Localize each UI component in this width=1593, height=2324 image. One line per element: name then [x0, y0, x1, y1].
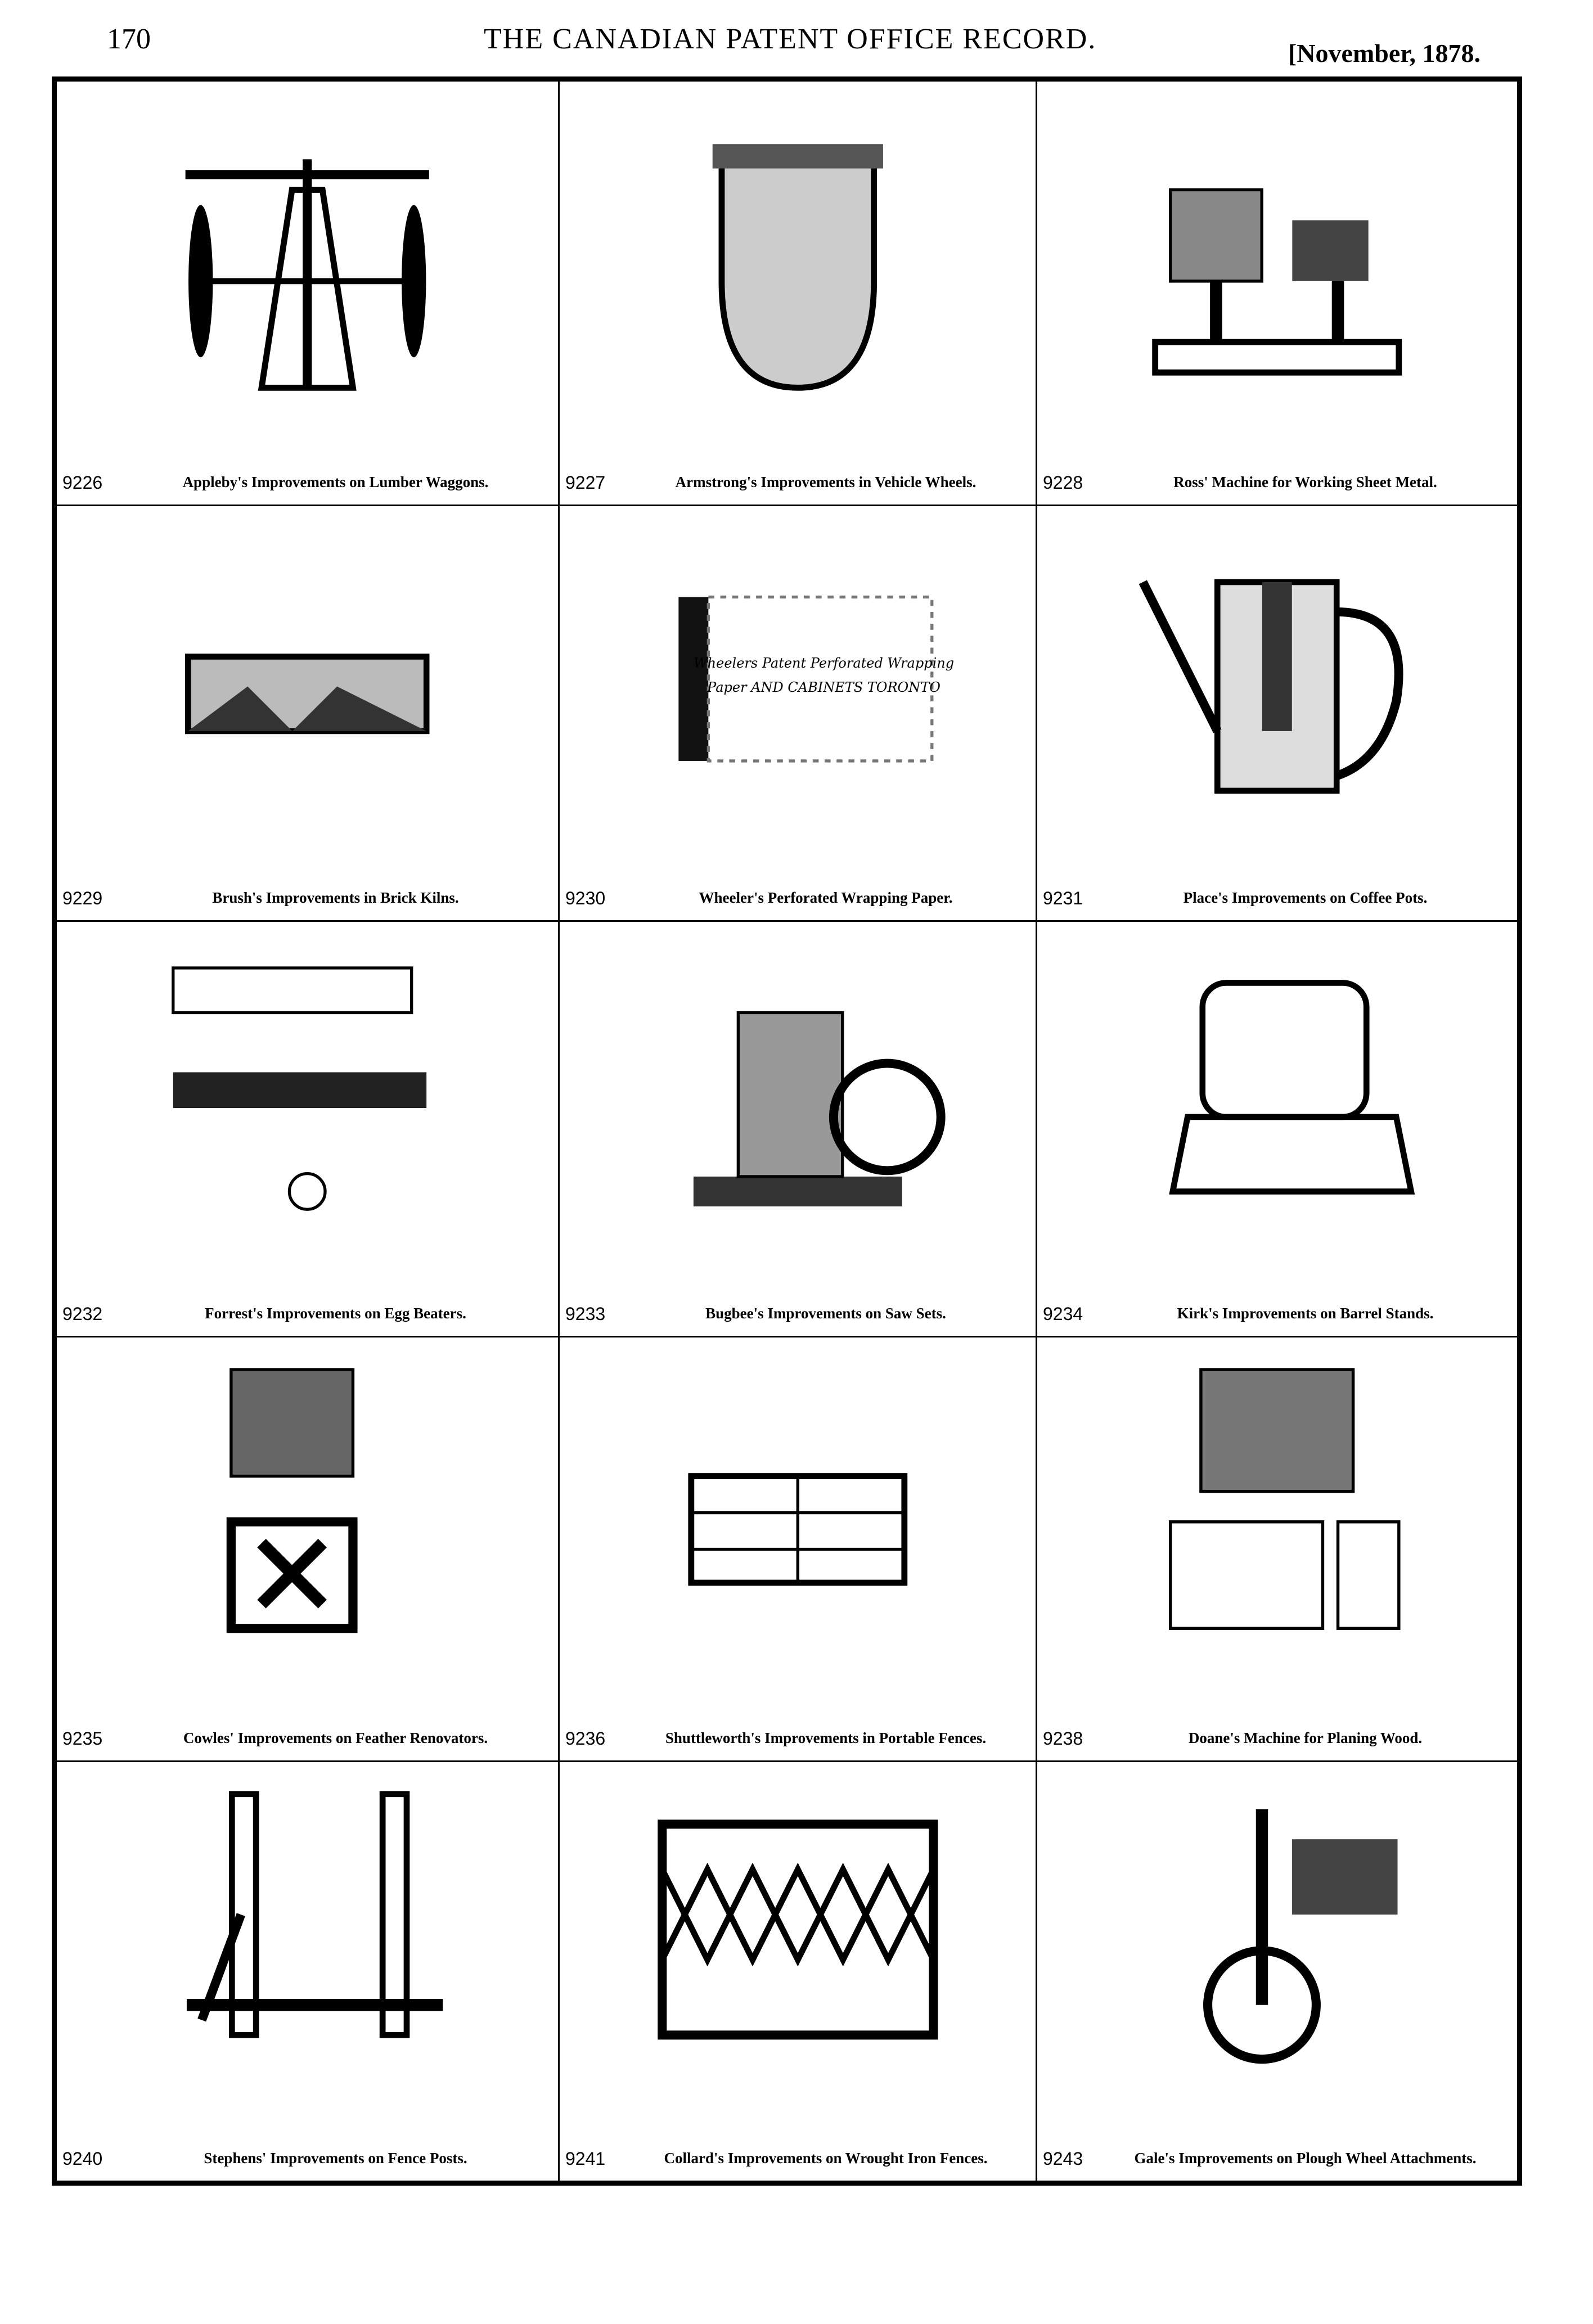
- page-title: THE CANADIAN PATENT OFFICE RECORD.: [484, 23, 1097, 55]
- patent-cell: 9227 Armstrong's Improvements in Vehicle…: [560, 82, 1037, 506]
- patent-title: Forrest's Improvements on Egg Beaters.: [205, 1305, 466, 1322]
- patent-title: Doane's Machine for Planing Wood.: [1188, 1730, 1423, 1746]
- patent-number: 9229: [62, 888, 103, 908]
- patent-cell: 9235 Cowles' Improvements on Feather Ren…: [57, 1337, 560, 1762]
- barrel-illustration-icon: [1169, 980, 1415, 1195]
- patent-cell: 9236 Shuttleworth's Improvements in Port…: [560, 1337, 1037, 1762]
- patent-number: 9227: [565, 472, 606, 493]
- fence-post-illustration-icon: [187, 1791, 443, 2038]
- patent-number: 9231: [1043, 888, 1083, 908]
- patent-caption: 9243 Gale's Improvements on Plough Wheel…: [1043, 2149, 1511, 2169]
- patent-cell: 9238 Doane's Machine for Planing Wood.: [1037, 1337, 1517, 1762]
- patent-cell: 9240 Stephens' Improvements on Fence Pos…: [57, 1762, 560, 2181]
- patent-title: Cowles' Improvements on Feather Renovato…: [183, 1730, 488, 1746]
- patent-number: 9230: [565, 888, 606, 908]
- issue-date: [November, 1878.: [1288, 39, 1480, 67]
- patent-title: Shuttleworth's Improvements in Portable …: [665, 1730, 987, 1746]
- patent-number: 9233: [565, 1304, 606, 1324]
- patent-cell: 9241 Collard's Improvements on Wrought I…: [560, 1762, 1037, 2181]
- patent-number: 9243: [1043, 2149, 1083, 2169]
- machine-illustration-icon: [1152, 188, 1402, 376]
- patent-cell: 9226 Appleby's Improvements on Lumber Wa…: [57, 82, 560, 506]
- patent-caption: 9241 Collard's Improvements on Wrought I…: [565, 2149, 1030, 2169]
- patent-caption: 9240 Stephens' Improvements on Fence Pos…: [62, 2149, 552, 2169]
- coffee-pot-illustration-icon: [1138, 579, 1403, 794]
- patent-cell: 9231 Place's Improvements on Coffee Pots…: [1037, 506, 1517, 922]
- patent-title: Wheeler's Perforated Wrapping Paper.: [699, 889, 953, 906]
- patent-caption: 9231 Place's Improvements on Coffee Pots…: [1043, 888, 1511, 909]
- patent-cell: 9230 Wheeler's Perforated Wrapping Paper…: [560, 506, 1037, 922]
- patent-cell: 9233 Bugbee's Improvements on Saw Sets.: [560, 922, 1037, 1337]
- patent-title: Bugbee's Improvements on Saw Sets.: [705, 1305, 946, 1322]
- patent-cell: 9232 Forrest's Improvements on Egg Beate…: [57, 922, 560, 1337]
- fence-illustration-icon: [688, 1473, 907, 1586]
- patent-title: Kirk's Improvements on Barrel Stands.: [1177, 1305, 1434, 1322]
- iron-fence-illustration-icon: [657, 1819, 938, 2040]
- patent-caption: 9234 Kirk's Improvements on Barrel Stand…: [1043, 1304, 1511, 1325]
- patent-title: Ross' Machine for Working Sheet Metal.: [1173, 474, 1437, 490]
- patent-caption: 9228 Ross' Machine for Working Sheet Met…: [1043, 472, 1511, 493]
- patent-number: 9236: [565, 1728, 606, 1749]
- patent-caption: 9233 Bugbee's Improvements on Saw Sets.: [565, 1304, 1030, 1325]
- patent-caption: 9227 Armstrong's Improvements in Vehicle…: [565, 472, 1030, 493]
- patent-caption: 9226 Appleby's Improvements on Lumber Wa…: [62, 472, 552, 493]
- patent-number: 9226: [62, 472, 103, 493]
- paper-roll-illustration-icon: [678, 596, 934, 763]
- patent-number: 9240: [62, 2149, 103, 2169]
- patent-caption: 9230 Wheeler's Perforated Wrapping Paper…: [565, 888, 1030, 909]
- patent-title: Collard's Improvements on Wrought Iron F…: [664, 2150, 988, 2167]
- plough-wheel-illustration-icon: [1203, 1809, 1398, 2064]
- patent-caption: 9229 Brush's Improvements in Brick Kilns…: [62, 888, 552, 909]
- kiln-illustration-icon: [185, 654, 430, 735]
- patent-number: 9234: [1043, 1304, 1083, 1324]
- patent-caption: 9238 Doane's Machine for Planing Wood.: [1043, 1728, 1511, 1749]
- renovator-illustration-icon: [227, 1368, 358, 1633]
- patent-number: 9241: [565, 2149, 606, 2169]
- egg-beater-illustration-icon: [172, 966, 427, 1211]
- patent-cell: 9234 Kirk's Improvements on Barrel Stand…: [1037, 922, 1517, 1337]
- patent-number: 9235: [62, 1728, 103, 1749]
- patent-title: Armstrong's Improvements in Vehicle Whee…: [675, 474, 976, 490]
- patent-title: Stephens' Improvements on Fence Posts.: [204, 2150, 467, 2167]
- patent-number: 9228: [1043, 472, 1083, 493]
- patent-number: 9232: [62, 1304, 103, 1324]
- patent-title: Place's Improvements on Coffee Pots.: [1183, 889, 1428, 906]
- page-number: 170: [107, 23, 151, 55]
- patent-caption: 9232 Forrest's Improvements on Egg Beate…: [62, 1304, 552, 1325]
- patent-number: 9238: [1043, 1728, 1083, 1749]
- planer-illustration-icon: [1169, 1368, 1401, 1631]
- saw-set-illustration-icon: [693, 1011, 946, 1207]
- patent-cell: 9229 Brush's Improvements in Brick Kilns…: [57, 506, 560, 922]
- waggon-illustration-icon: [185, 159, 430, 391]
- patent-title: Gale's Improvements on Plough Wheel Atta…: [1134, 2150, 1477, 2167]
- wheel-section-illustration-icon: [712, 144, 883, 391]
- patent-title: Brush's Improvements in Brick Kilns.: [212, 889, 459, 906]
- patent-cell: 9228 Ross' Machine for Working Sheet Met…: [1037, 82, 1517, 506]
- patent-grid: 9226 Appleby's Improvements on Lumber Wa…: [52, 76, 1522, 2186]
- paper-roll-label: Wheelers Patent Perforated Wrapping Pape…: [693, 655, 955, 695]
- patent-cell: 9243 Gale's Improvements on Plough Wheel…: [1037, 1762, 1517, 2181]
- patent-caption: 9235 Cowles' Improvements on Feather Ren…: [62, 1728, 552, 1749]
- patent-caption: 9236 Shuttleworth's Improvements in Port…: [565, 1728, 1030, 1749]
- patent-title: Appleby's Improvements on Lumber Waggons…: [182, 474, 489, 490]
